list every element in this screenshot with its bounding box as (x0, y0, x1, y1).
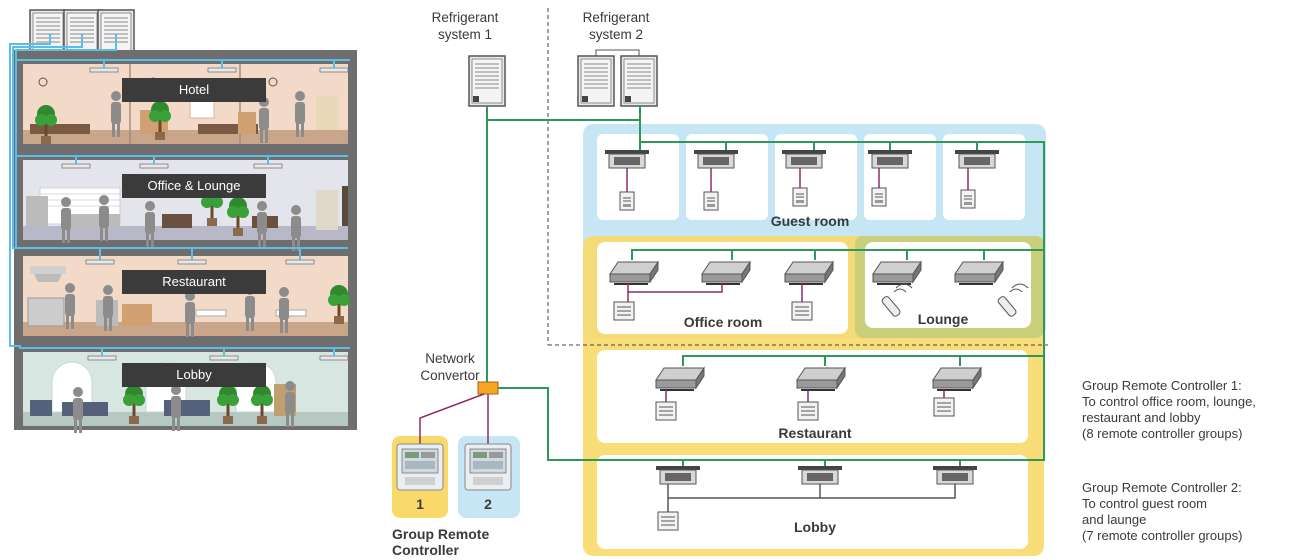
grc1-line1: To control office room, lounge, (1082, 394, 1256, 409)
refrigerant-1-line2: system 1 (437, 27, 492, 42)
outdoor-unit-icon (468, 55, 506, 107)
controller-1-number: 1 (416, 496, 424, 512)
restaurant-units (655, 367, 982, 421)
floor-sign-lobby: Lobby (122, 363, 266, 387)
outdoor-unit-icon (577, 55, 615, 107)
building-illustration (9, 9, 357, 433)
network-convertor (419, 381, 499, 444)
group-remote-controller-label: Group Remote Controller (392, 526, 522, 558)
grc1-title: Group Remote Controller 1: (1082, 378, 1242, 393)
grc2-line1: To control guest room (1082, 496, 1208, 511)
grc1-line3: (8 remote controller groups) (1082, 426, 1243, 441)
refrigerant-system-1-label: Refrigerant system 1 (410, 9, 520, 43)
grc2-line3: (7 remote controller groups) (1082, 528, 1243, 543)
outdoor-unit-icon (620, 55, 658, 107)
grc2-note: Group Remote Controller 2: To control gu… (1082, 480, 1304, 544)
floor-sign-restaurant: Restaurant (122, 270, 266, 294)
zone-label-lobby: Lobby (794, 519, 836, 535)
group-remote-line2: Controller (392, 542, 459, 558)
zone-label-guest-room: Guest room (770, 213, 850, 229)
zone-label-lounge: Lounge (917, 311, 969, 327)
grc2-line2: and launge (1082, 512, 1147, 527)
network-convertor-label: Network Convertor (410, 350, 490, 384)
office-lounge-units (609, 261, 1029, 321)
refrigerant-1-line1: Refrigerant (431, 10, 499, 25)
refrigerant-2-line2: system 2 (588, 27, 643, 42)
network-line2: Convertor (420, 368, 480, 383)
grc1-note: Group Remote Controller 1: To control of… (1082, 378, 1304, 442)
lobby-units (655, 465, 978, 531)
refrigerant-system-2-label: Refrigerant system 2 (566, 9, 666, 43)
floor-sign-office-lounge: Office & Lounge (122, 174, 266, 198)
grc2-title: Group Remote Controller 2: (1082, 480, 1242, 495)
refrigerant-2-line1: Refrigerant (582, 10, 650, 25)
system-divider (547, 8, 1048, 346)
floor-sign-hotel: Hotel (122, 78, 266, 102)
group-controller-2-icon (464, 443, 512, 491)
zone-backgrounds (392, 124, 1046, 556)
guest-room-units (604, 149, 1000, 211)
green-lines (486, 106, 1045, 466)
group-remote-line1: Group Remote (392, 526, 490, 542)
group-controller-1-icon (396, 443, 444, 491)
grc1-line2: restaurant and lobby (1082, 410, 1201, 425)
network-line1: Network (425, 351, 475, 366)
controller-2-number: 2 (484, 496, 492, 512)
zone-label-restaurant: Restaurant (778, 425, 852, 441)
zone-label-office-room: Office room (683, 314, 763, 330)
